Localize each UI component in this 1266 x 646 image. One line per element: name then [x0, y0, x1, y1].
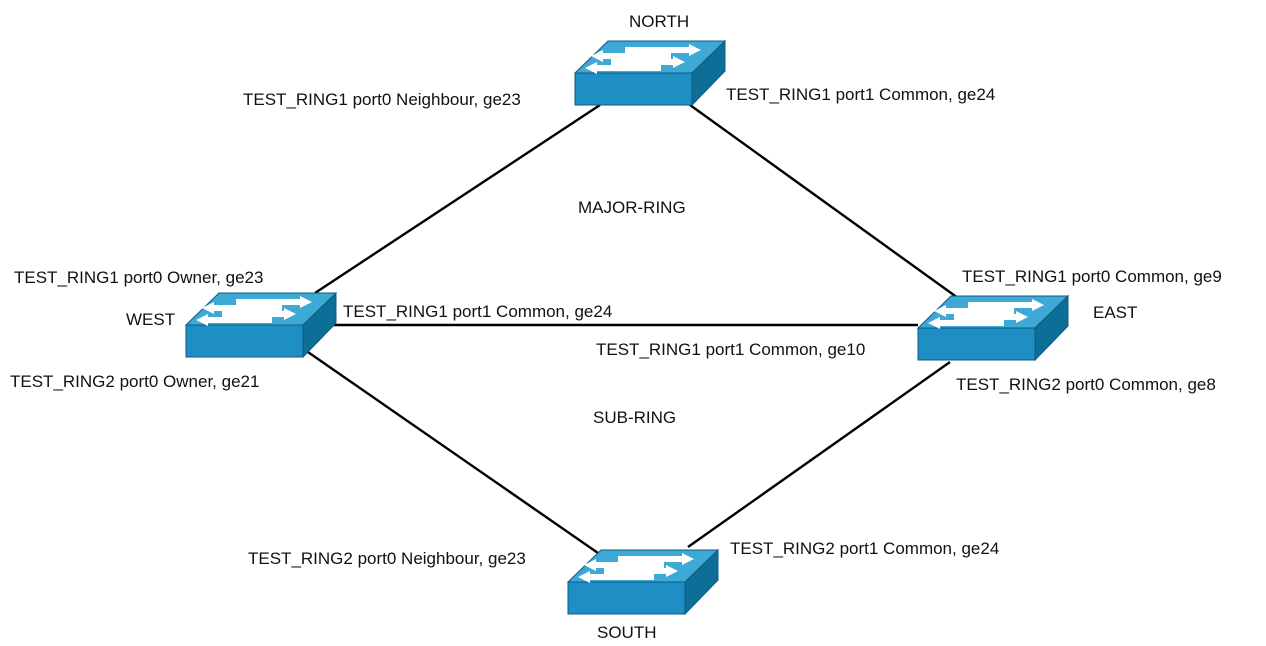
- switch-north: [574, 40, 726, 106]
- link-west-south: [304, 349, 599, 554]
- port-label-east-ring1-p0: TEST_RING1 port0 Common, ge9: [962, 267, 1222, 286]
- port-label-west-ring2-p0: TEST_RING2 port0 Owner, ge21: [10, 372, 259, 391]
- node-label-west: WEST: [126, 310, 175, 329]
- node-label-east: EAST: [1093, 303, 1137, 322]
- port-label-west-ring1-p0: TEST_RING1 port0 Owner, ge23: [14, 268, 263, 287]
- network-switch-icon: [917, 295, 1069, 361]
- network-switch-icon: [574, 40, 726, 106]
- link-north-east: [689, 104, 959, 299]
- port-label-north-p0: TEST_RING1 port0 Neighbour, ge23: [243, 90, 521, 109]
- node-label-north: NORTH: [629, 12, 689, 31]
- switch-south: [567, 549, 719, 615]
- link-south-east: [687, 361, 951, 548]
- port-label-east-ring2-p0: TEST_RING2 port0 Common, ge8: [956, 375, 1216, 394]
- links: [304, 103, 959, 554]
- switch-west: [185, 292, 337, 358]
- ring-label-major: MAJOR-RING: [578, 198, 686, 217]
- port-label-north-p1: TEST_RING1 port1 Common, ge24: [726, 85, 995, 104]
- port-label-south-p1: TEST_RING2 port1 Common, ge24: [730, 539, 999, 558]
- ring-label-sub: SUB-RING: [593, 408, 676, 427]
- network-switch-icon: [567, 549, 719, 615]
- network-switch-icon: [185, 292, 337, 358]
- switch-east: [917, 295, 1069, 361]
- port-label-east-ring1-p1: TEST_RING1 port1 Common, ge10: [596, 340, 865, 359]
- link-west-north: [314, 103, 601, 295]
- node-label-south: SOUTH: [597, 623, 657, 641]
- port-label-south-p0: TEST_RING2 port0 Neighbour, ge23: [248, 549, 526, 568]
- port-label-west-ring1-p1: TEST_RING1 port1 Common, ge24: [343, 302, 612, 321]
